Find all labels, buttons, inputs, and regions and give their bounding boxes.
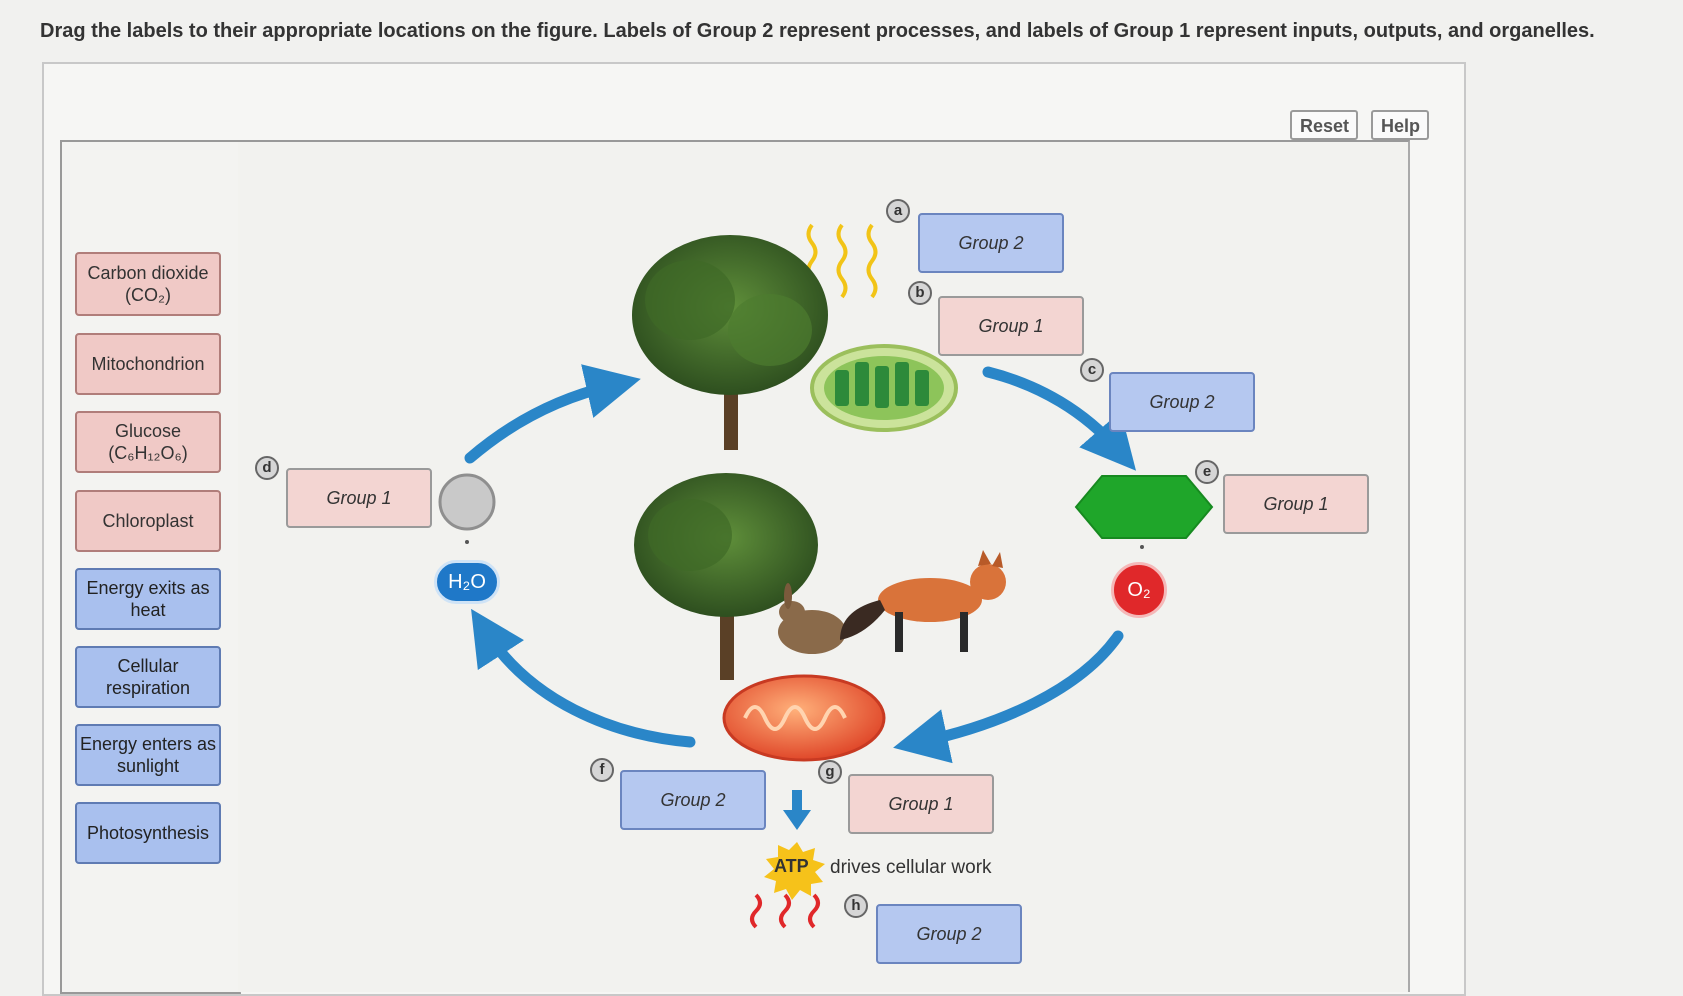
glucose-hexagon [1074,475,1214,539]
marker-g: g [818,760,842,784]
marker-b: b [908,281,932,305]
chip-line: Mitochondrion [91,354,205,374]
co2-molecule [438,473,496,531]
marker-c: c [1080,358,1104,382]
label-cellular-respiration[interactable]: Cellular respiration [75,646,221,708]
oxygen-molecule: O₂ [1111,562,1167,618]
chip-line: Carbon dioxide [87,263,209,283]
instructions-text: Drag the labels to their appropriate loc… [40,20,1595,42]
marker-a: a [886,199,910,223]
drop-target-d[interactable]: Group 1 [286,468,432,528]
chip-line: Energy exits as [86,578,210,598]
chip-line: Cellular [117,656,179,676]
chip-line: (C₆H₁₂O₆) [108,443,188,463]
reset-button[interactable]: Reset [1290,110,1358,140]
drop-target-c[interactable]: Group 2 [1109,372,1255,432]
label-energy-exits-heat[interactable]: Energy exits as heat [75,568,221,630]
label-mitochondrion[interactable]: Mitochondrion [75,333,221,395]
chip-line: Energy enters as [79,734,217,754]
chip-line: Photosynthesis [86,823,210,843]
drop-target-e[interactable]: Group 1 [1223,474,1369,534]
cycle-illustration [438,223,1214,929]
atp-caption: drives cellular work [830,857,992,878]
label-energy-enters-sunlight[interactable]: Energy enters as sunlight [75,724,221,786]
marker-d: d [255,456,279,480]
water-molecule: H₂O [434,560,500,604]
chip-line: sunlight [116,756,180,776]
label-glucose[interactable]: Glucose (C₆H₁₂O₆) [75,411,221,473]
marker-f: f [590,758,614,782]
marker-h: h [844,894,868,918]
atp-starburst [764,842,825,900]
label-carbon-dioxide[interactable]: Carbon dioxide (CO₂) [75,252,221,316]
drop-target-b[interactable]: Group 1 [938,296,1084,356]
label-photosynthesis[interactable]: Photosynthesis [75,802,221,864]
help-button[interactable]: Help [1371,110,1429,140]
arrow-lower-right [893,630,1124,764]
chip-line: (CO₂) [125,285,171,305]
arrow-upper-right [982,366,1137,471]
drop-target-a[interactable]: Group 2 [918,213,1064,273]
chip-line: respiration [105,678,191,698]
drop-target-f[interactable]: Group 2 [620,770,766,830]
marker-e: e [1195,460,1219,484]
figure-area [238,140,1410,992]
chip-line: heat [130,600,166,620]
drop-target-g[interactable]: Group 1 [848,774,994,834]
chip-line: Chloroplast [102,511,194,531]
atp-badge: ATP [774,856,809,876]
arrow-lower-left [471,608,696,748]
chip-line: Glucose [114,421,182,441]
label-chloroplast[interactable]: Chloroplast [75,490,221,552]
drop-target-h[interactable]: Group 2 [876,904,1022,964]
arrow-upper-left [464,364,641,464]
